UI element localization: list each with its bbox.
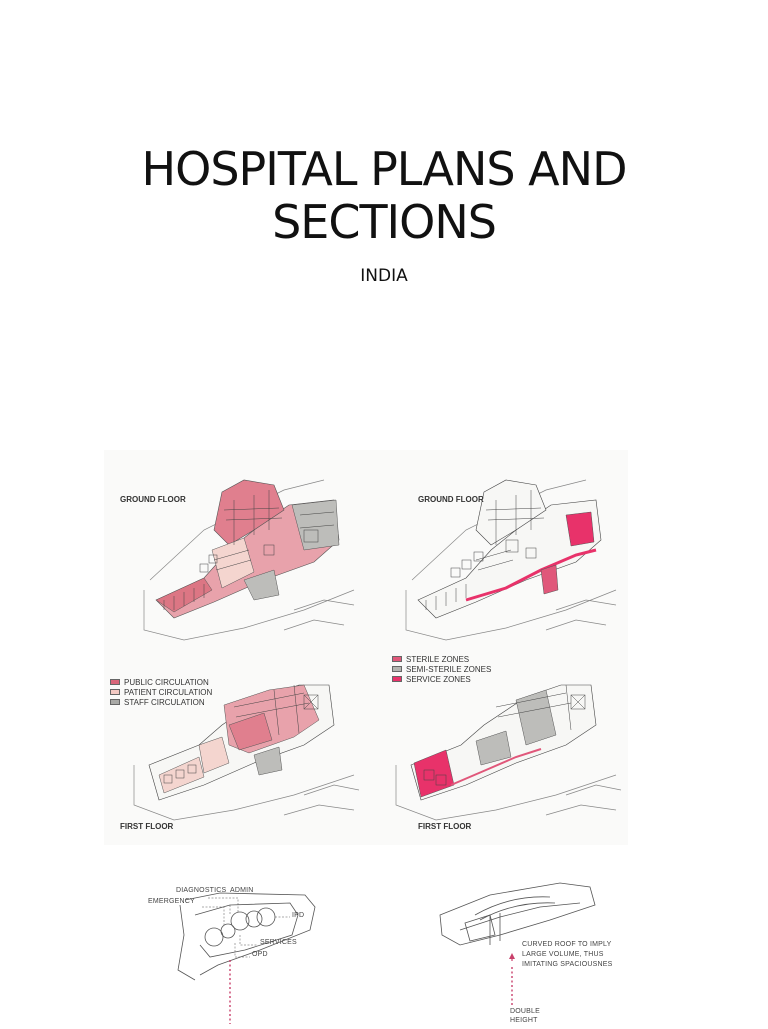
diagram-label: ADMIN (230, 887, 254, 894)
diagram-label: DIAGNOSTICS (176, 887, 227, 894)
zoning-diagram: DIAGNOSTICS ADMIN EMERGENCY IPD SERVICES… (140, 875, 340, 1024)
floor-plan-drawing (133, 684, 360, 821)
page-title: HOSPITAL PLANS AND SECTIONS (0, 143, 768, 249)
legend-item: STERILE ZONES (392, 654, 491, 664)
floor-plan-drawing (143, 479, 355, 641)
legend-item: SERVICE ZONES (392, 674, 491, 684)
plan-first-floor-circulation: PUBLIC CIRCULATION PATIENT CIRCULATION S… (104, 645, 366, 845)
diagram-label: IMITATING SPACIOUSNES (522, 961, 613, 968)
legend-swatch (110, 699, 120, 705)
legend-label: SERVICE ZONES (406, 674, 471, 684)
legend-circulation: PUBLIC CIRCULATION PATIENT CIRCULATION S… (110, 677, 212, 707)
floor-label: GROUND FLOOR (418, 495, 484, 504)
page-title-line-1: HOSPITAL PLANS AND (141, 142, 628, 196)
plans-sheet: GROUND FLOOR GROUND FLOOR (104, 450, 628, 845)
legend-item: PATIENT CIRCULATION (110, 687, 212, 697)
page-subtitle: INDIA (360, 266, 408, 286)
legend-item: SEMI-STERILE ZONES (392, 664, 491, 674)
legend-swatch (392, 676, 402, 682)
legend-label: STAFF CIRCULATION (124, 697, 205, 707)
legend-label: PATIENT CIRCULATION (124, 687, 213, 697)
legend-item: PUBLIC CIRCULATION (110, 677, 212, 687)
floor-label: FIRST FLOOR (120, 822, 174, 831)
diagram-label: HEIGHT (510, 1017, 538, 1024)
legend-swatch (110, 679, 120, 685)
legend-swatch (392, 656, 402, 662)
plan-ground-floor-circulation: GROUND FLOOR (104, 450, 366, 645)
floor-plan-drawing (395, 684, 622, 821)
floor-label: FIRST FLOOR (418, 822, 472, 831)
legend-swatch (392, 666, 402, 672)
legend-zones: STERILE ZONES SEMI-STERILE ZONES SERVICE… (392, 654, 491, 684)
diagram-label: CURVED ROOF TO IMPLY (522, 941, 612, 948)
zoning-diagram-drawing (177, 892, 316, 1024)
floor-plan-drawing (405, 479, 617, 641)
legend-label: SEMI-STERILE ZONES (406, 664, 492, 674)
legend-swatch (110, 689, 120, 695)
section-diagram: CURVED ROOF TO IMPLY LARGE VOLUME, THUS … (430, 875, 630, 1024)
diagram-label: LARGE VOLUME, THUS (522, 951, 604, 958)
diagram-label: EMERGENCY (148, 898, 195, 905)
plan-ground-floor-zones: GROUND FLOOR (366, 450, 628, 645)
diagram-label: DOUBLE (510, 1008, 540, 1015)
section-diagram-drawing (439, 882, 596, 1005)
diagram-label: SERVICES (260, 939, 297, 946)
legend-label: PUBLIC CIRCULATION (124, 677, 209, 687)
legend-label: STERILE ZONES (406, 654, 470, 664)
floor-label: GROUND FLOOR (120, 495, 186, 504)
plan-first-floor-zones: STERILE ZONES SEMI-STERILE ZONES SERVICE… (366, 645, 628, 845)
diagram-label: IPD (292, 912, 305, 919)
legend-item: STAFF CIRCULATION (110, 697, 212, 707)
page-title-line-2: SECTIONS (272, 195, 497, 249)
diagram-label: OPD (252, 951, 268, 958)
